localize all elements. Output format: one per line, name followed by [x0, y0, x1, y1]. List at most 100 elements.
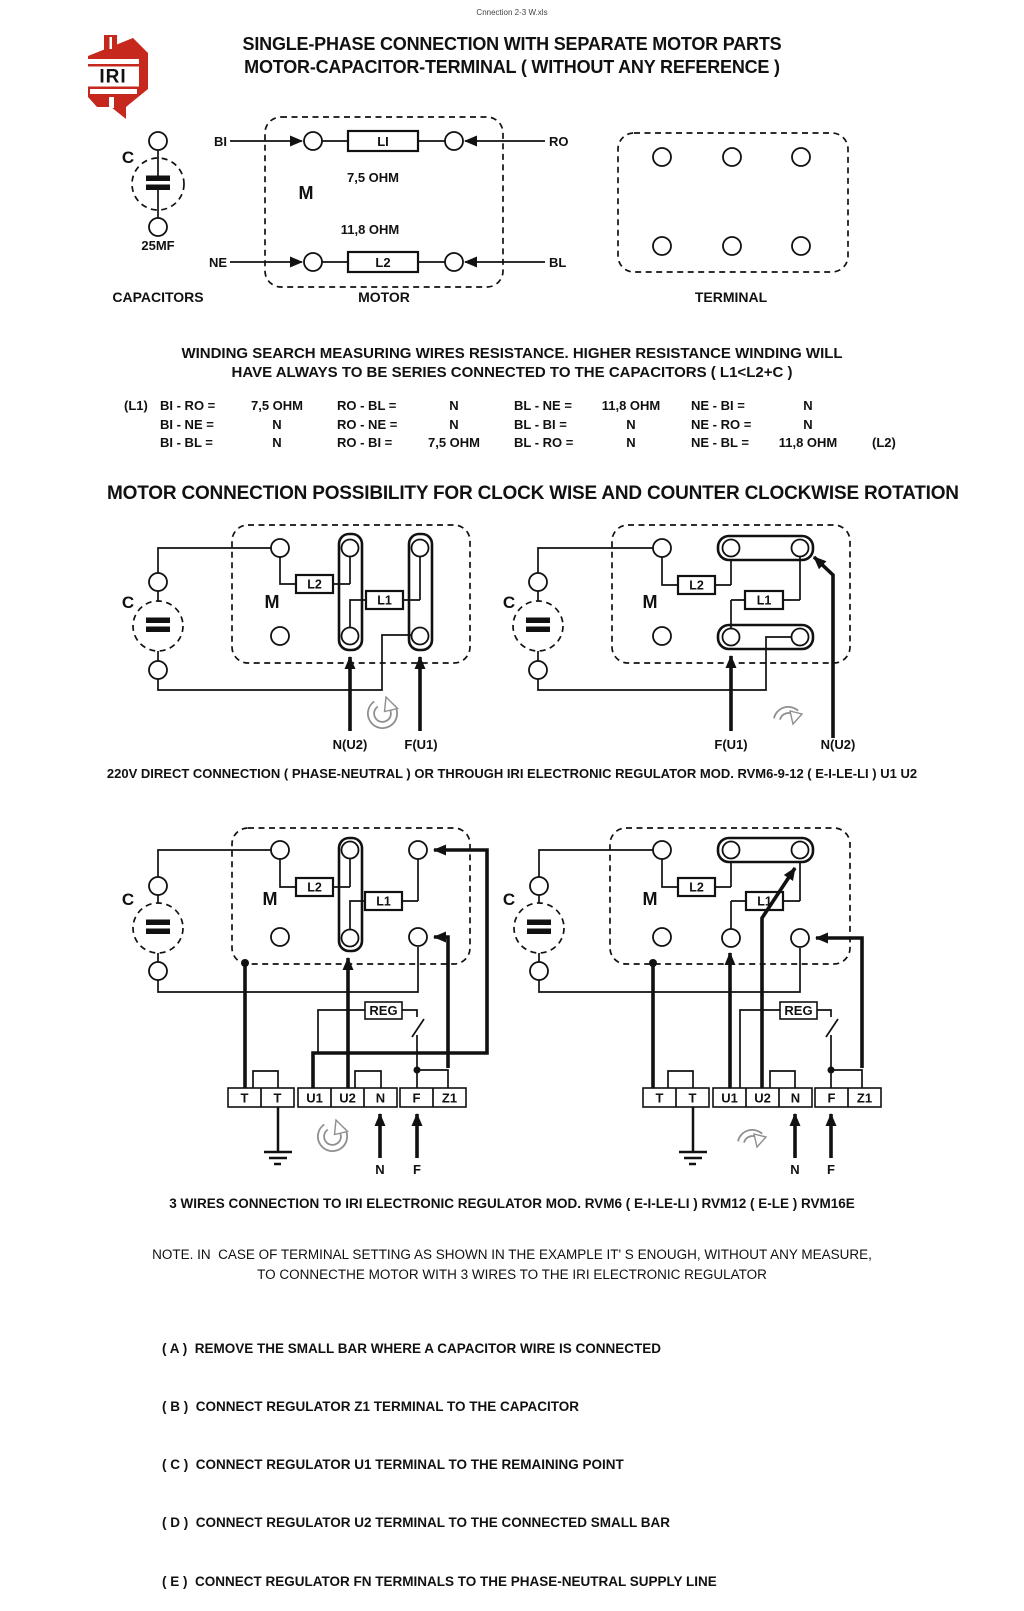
capacitor-wires: [537, 547, 792, 691]
supply-label-f: F: [827, 1162, 835, 1177]
measure-value: N: [449, 416, 459, 432]
table-row: (L1) BI - RO = 7,5 OHM RO - BL = N BL - NE…: [124, 398, 896, 417]
measure-label: RO - BI =: [337, 435, 393, 450]
caption-capacitors: CAPACITORS: [112, 289, 203, 305]
coil-l2-label: L2: [375, 255, 390, 270]
table-row: BI - BL =N RO - BI =7,5 OHM BL - RO =N N…: [124, 435, 896, 454]
rotation-ccw-icon: [321, 1120, 347, 1148]
wire-label-ne: NE: [209, 255, 227, 270]
winding-note-line1: WINDING SEARCH MEASURING WIRES RESISTANC…: [181, 345, 843, 362]
coil-l1-label: L1: [377, 594, 392, 608]
row-suffix: (L2): [872, 435, 896, 450]
table-row: BI - NE =N RO - NE =N BL - BI =N NE - RO…: [124, 417, 896, 436]
capacitance-value: 25MF: [141, 238, 174, 253]
caption-220v-connection: 220V DIRECT CONNECTION ( PHASE-NEUTRAL )…: [106, 766, 918, 781]
winding-note-line2: HAVE ALWAYS TO BE SERIES CONNECTED TO TH…: [231, 364, 793, 381]
capacitor-wires: [157, 849, 419, 993]
coil-l2-label: L2: [689, 579, 704, 593]
resistance-table: (L1) BI - RO = 7,5 OHM RO - BL = N BL - NE…: [124, 398, 896, 454]
motor-label: M: [263, 889, 278, 909]
capacitor-wires: [538, 849, 801, 993]
regulator-label: REG: [784, 1003, 812, 1018]
wire-label-bl: BL: [549, 255, 566, 270]
measure-label: BL - NE =: [514, 398, 572, 413]
note-line1: NOTE. IN CASE OF TERMINAL SETTING AS SHO…: [152, 1247, 872, 1262]
terminal-cell: U2: [754, 1091, 771, 1106]
supply-label-fu1: F(U1): [714, 737, 747, 752]
terminal-cell: N: [376, 1091, 385, 1106]
motor-wiring: [279, 556, 421, 628]
motor-label: M: [643, 889, 658, 909]
regulator-wires: [649, 867, 864, 1088]
step-item: ( C ) CONNECT REGULATOR U1 TERMINAL TO T…: [162, 1457, 624, 1473]
measure-label: NE - RO =: [691, 416, 752, 432]
supply-label-nu2: N(U2): [821, 737, 856, 752]
rotation-cw-icon: [777, 710, 802, 724]
measure-value: 7,5 OHM: [250, 398, 303, 413]
measure-value: N: [803, 416, 813, 432]
measure-value: N: [449, 398, 459, 413]
capacitor-label: C: [503, 593, 515, 612]
logo-text: IRI: [99, 67, 126, 88]
terminal-cell: U1: [306, 1091, 323, 1106]
step-item: ( B ) CONNECT REGULATOR Z1 TERMINAL TO T…: [162, 1399, 580, 1415]
step-item: ( D ) CONNECT REGULATOR U2 TERMINAL TO T…: [162, 1515, 671, 1531]
terminal-cell: T: [656, 1091, 664, 1106]
supply-label-fu1: F(U1): [404, 737, 437, 752]
capacitor-label: C: [122, 890, 134, 909]
motor-wiring: [661, 557, 801, 628]
terminal-cell: U2: [339, 1091, 356, 1106]
coil-l2-label: L2: [307, 578, 322, 592]
coil-l1-label: L1: [757, 594, 772, 608]
file-name: Cnnection 2-3 W.xls: [476, 8, 548, 17]
step-item: ( E ) CONNECT REGULATOR FN TERMINALS TO …: [162, 1573, 717, 1589]
measure-value: 7,5 OHM: [427, 435, 480, 450]
wire-label-ro: RO: [549, 134, 569, 149]
measure-label: RO - NE =: [337, 416, 398, 432]
terminal-diagram-1: TERMINAL: [617, 132, 849, 305]
terminal-cell: Z1: [857, 1091, 872, 1106]
measure-label: BI - NE =: [160, 416, 214, 432]
measure-value: N: [803, 398, 813, 413]
regulator-diagram-right: C M L2 L1 REG T T: [503, 827, 882, 1177]
measure-value: N: [272, 416, 282, 432]
terminal-cell: T: [274, 1091, 282, 1106]
terminal-cell: T: [689, 1091, 697, 1106]
step-item: ( A ) REMOVE THE SMALL BAR WHERE A CAPAC…: [162, 1340, 662, 1356]
measure-value: 11,8 OHM: [601, 398, 661, 413]
coil-l2-label: L2: [689, 881, 704, 895]
note-line2: TO CONNECTHE MOTOR WITH 3 WIRES TO THE I…: [257, 1267, 767, 1282]
terminal-cell: F: [413, 1091, 421, 1106]
supply-label-n: N: [790, 1162, 799, 1177]
supply-label-f: F: [413, 1162, 421, 1177]
motor-label: M: [643, 592, 658, 612]
wire-label-bi: BI: [214, 134, 227, 149]
row-prefix: (L1): [124, 398, 148, 413]
measure-label: RO - BL =: [337, 398, 397, 413]
measure-label: NE - BI =: [691, 398, 745, 413]
caption-3wires-connection: 3 WIRES CONNECTION TO IRI ELECTRONIC REG…: [169, 1196, 855, 1211]
motor-wiring: [279, 858, 419, 930]
capacitor-diagram-1: C 25MF CAPACITORS: [112, 131, 204, 305]
rotation-ccw-icon: [371, 697, 397, 725]
motor-wiring: [661, 859, 801, 929]
terminal-cell: U1: [721, 1091, 738, 1106]
coil-l1-label: L1: [376, 895, 391, 909]
supply-label-n: N: [375, 1162, 384, 1177]
measure-value: N: [626, 416, 636, 432]
terminal-cell: Z1: [442, 1091, 457, 1106]
iri-logo: IRI: [88, 35, 148, 119]
measure-value: N: [626, 435, 636, 450]
motor-label: M: [299, 183, 314, 203]
rotation-diagram-ccw: C M L2 L1 N(U2) F(U1): [122, 524, 471, 752]
rotation-cw-icon: [741, 1133, 766, 1147]
motor-label: M: [265, 592, 280, 612]
terminal-cell: T: [241, 1091, 249, 1106]
measure-label: BI - RO =: [160, 398, 216, 413]
regulator-wires: [241, 844, 489, 1088]
rotation-diagram-cw: C M L2 L1 F(U1) N(U2): [503, 524, 856, 752]
capacitor-wires: [157, 547, 411, 691]
resistance-top: 7,5 OHM: [347, 170, 399, 185]
motor-diagram-1: M LI L2 BI RO NE BL 7,5 OHM 11,8 OHM MOT…: [209, 116, 569, 305]
page-title-line2: MOTOR-CAPACITOR-TERMINAL ( WITHOUT ANY R…: [244, 57, 780, 77]
